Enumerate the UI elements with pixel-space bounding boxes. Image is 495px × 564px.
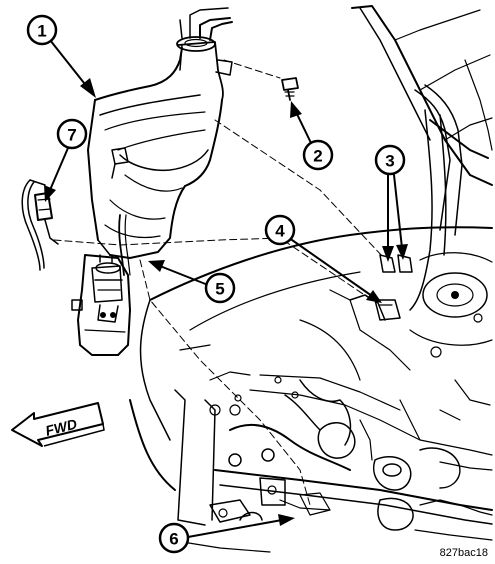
washer-reservoir	[87, 7, 233, 276]
callout-3-label: 3	[385, 152, 394, 171]
callout-5: 5	[204, 272, 236, 304]
callout-7-label: 7	[67, 126, 76, 145]
callout-1: 1	[26, 14, 58, 46]
callout-2-label: 2	[313, 147, 322, 166]
forward-direction-indicator: FWD	[11, 402, 105, 447]
figure-id: 827bac18	[440, 547, 488, 559]
callout-5-label: 5	[215, 280, 224, 299]
engine-compartment-artwork	[129, 5, 493, 553]
callout-4-label: 4	[275, 222, 285, 241]
fwd-label: FWD	[44, 416, 79, 439]
callout-leaders	[44, 39, 408, 538]
callout-7: 7	[56, 118, 88, 150]
callout-4: 4	[264, 214, 296, 246]
callout-1-label: 1	[37, 22, 46, 41]
installation-guide-lines	[53, 59, 385, 506]
mounting-bolt	[281, 77, 299, 101]
callout-6: 6	[158, 522, 190, 554]
callout-2: 2	[302, 139, 334, 171]
callout-3: 3	[374, 144, 406, 176]
wiring-connector	[21, 179, 59, 271]
callout-6-label: 6	[169, 530, 178, 549]
washer-pump-reservoir-lower	[71, 254, 131, 356]
